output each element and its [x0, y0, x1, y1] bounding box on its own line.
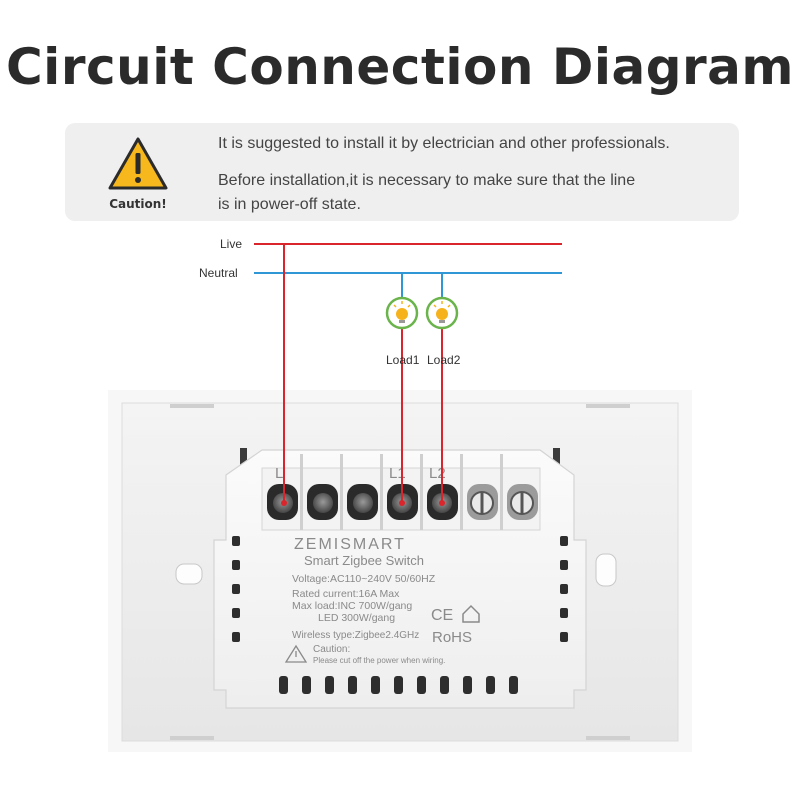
caution-message-2b: is in power-off state.: [218, 196, 361, 213]
caution-label: Caution!: [109, 197, 167, 211]
neutral-label: Neutral: [199, 266, 238, 280]
load2-bulb-icon: [425, 296, 459, 330]
load1-bulb-icon: [385, 296, 419, 330]
live-label: Live: [220, 237, 242, 251]
terminal-label-l1: L1: [389, 465, 406, 482]
mount-hole-right: [595, 553, 617, 587]
ce-mark: CE: [431, 607, 453, 624]
terminal-empty: [467, 484, 498, 520]
terminal-label-l: L: [275, 465, 283, 482]
caution-message-1: It is suggested to install it by electri…: [218, 135, 670, 152]
caution-message-2a: Before installation,it is necessary to m…: [218, 172, 636, 189]
rohs-mark: RoHS: [432, 629, 472, 646]
current-spec: Rated current:16A Max: [292, 588, 400, 600]
bottom-vents: [279, 676, 518, 694]
terminal-unused: [347, 484, 378, 520]
page-title: Circuit Connection Diagram: [5, 38, 795, 96]
plate-clip: [170, 736, 214, 740]
module-warning-icon: [284, 644, 308, 663]
brand-label: ZEMISMART: [294, 536, 406, 553]
terminal-unused: [307, 484, 338, 520]
l1-connection-point: [399, 500, 405, 506]
home-icon: [462, 604, 480, 623]
terminal-dividers: [300, 454, 503, 530]
max-load-inc: Max load:INC 700W/gang: [292, 600, 412, 612]
device-name: Smart Zigbee Switch: [304, 553, 424, 568]
l-connection-point: [281, 500, 287, 506]
caution-panel: Caution! It is suggested to install it b…: [65, 123, 739, 221]
terminal-empty: [507, 484, 538, 520]
plate-clip: [170, 404, 214, 408]
side-vents: [232, 536, 568, 642]
plate-slot: [553, 448, 560, 466]
plate-clip: [586, 404, 630, 408]
mount-hole-left: [175, 563, 203, 585]
terminal-label-l2: L2: [429, 465, 446, 482]
caution-message-2: Before installation,it is necessary to m…: [218, 169, 635, 217]
voltage-spec: Voltage:AC110~240V 50/60HZ: [292, 573, 436, 585]
warning-icon: [108, 137, 168, 190]
wireless-spec: Wireless type:Zigbee2.4GHz: [292, 630, 419, 641]
plate-slot: [240, 448, 247, 466]
l2-connection-point: [439, 500, 445, 506]
module-caution-text: Please cut off the power when wiring.: [313, 656, 445, 665]
load2-label: Load2: [427, 353, 461, 367]
plate-clip: [586, 736, 630, 740]
module-caution-title: Caution:: [313, 644, 350, 655]
max-load-led: LED 300W/gang: [318, 612, 395, 624]
load1-label: Load1: [386, 353, 420, 367]
